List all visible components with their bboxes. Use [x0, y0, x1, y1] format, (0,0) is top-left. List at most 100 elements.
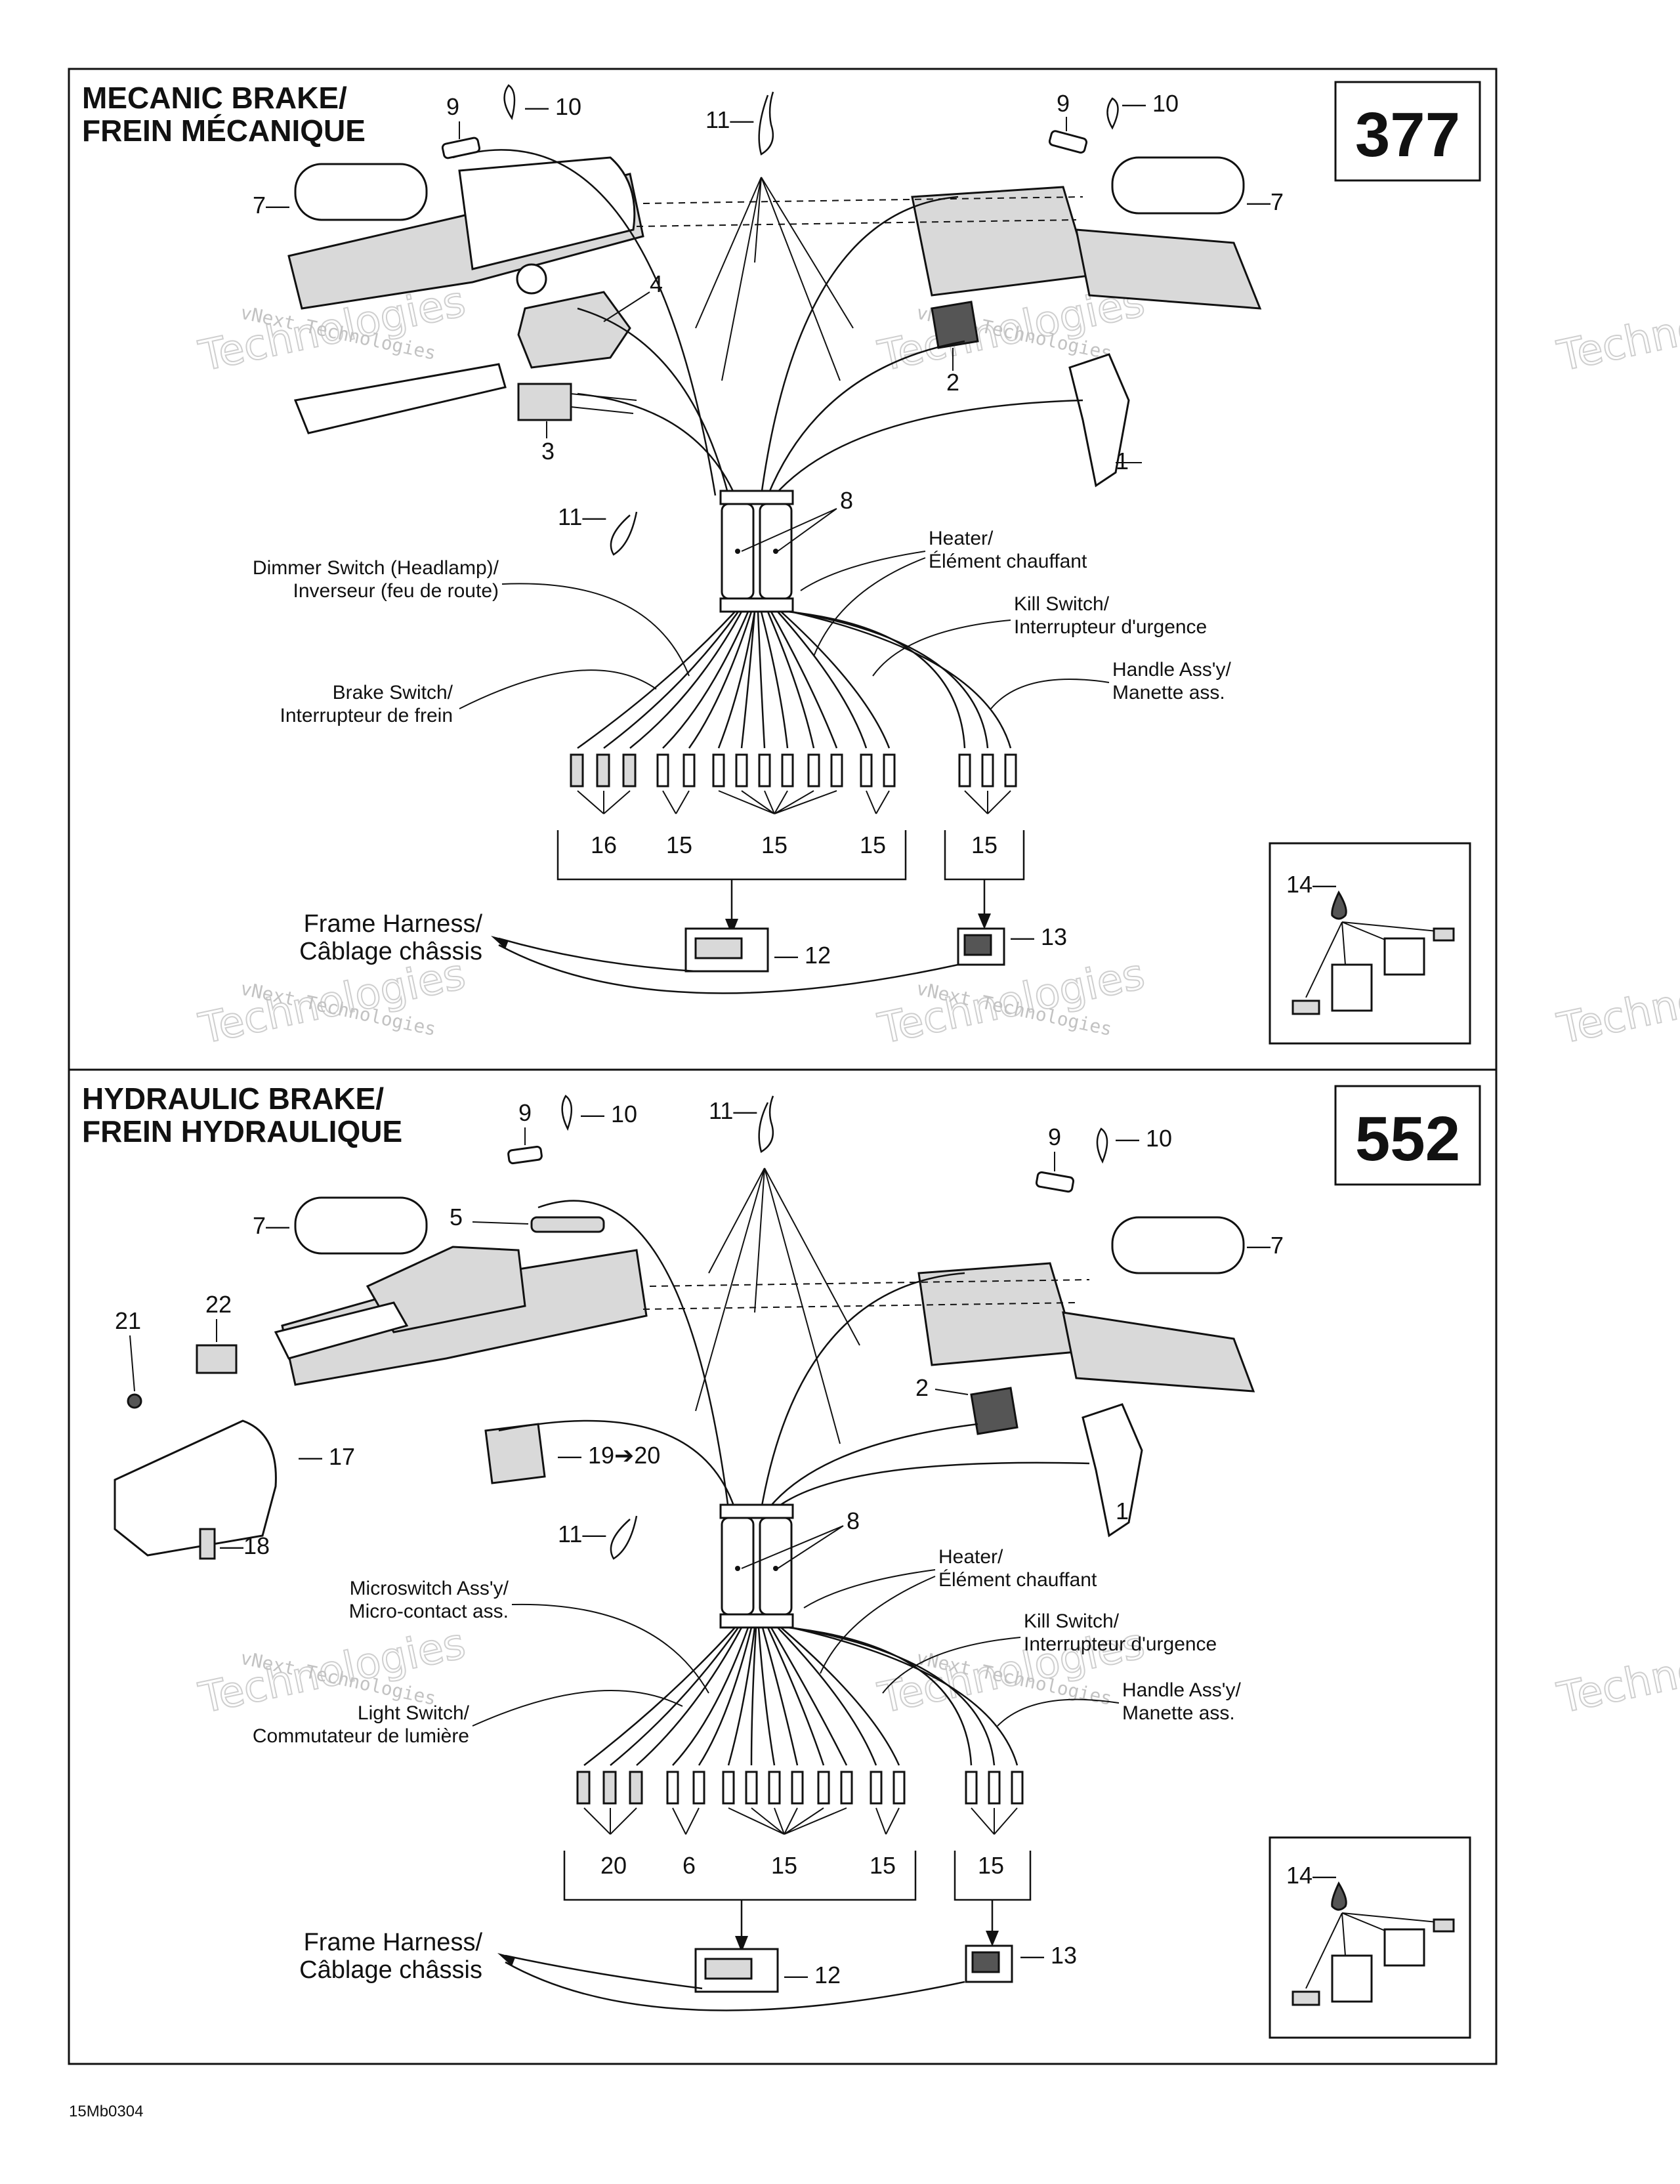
- label-handle-assy: Manette ass.: [1122, 1702, 1235, 1724]
- part-number: 3: [541, 438, 555, 465]
- callout-arrows: [577, 790, 1011, 814]
- callout-arrow: [964, 790, 1011, 814]
- leader: [741, 508, 837, 552]
- cable: [498, 1419, 736, 1510]
- tie-10: [1106, 97, 1119, 130]
- label-frame-harness: Frame Harness/: [304, 1929, 483, 1956]
- label-heater: Heater/: [929, 528, 994, 549]
- part-number: 8: [840, 487, 853, 514]
- arrow-head: [725, 919, 738, 935]
- right-control-housing: [917, 1262, 1078, 1366]
- bushing-9: [1048, 130, 1088, 154]
- section-code: 377: [1355, 100, 1460, 170]
- part-number: 6: [682, 1852, 696, 1879]
- arrow-head: [986, 1931, 999, 1946]
- frame-harness-line: [498, 944, 959, 994]
- leader: [882, 1637, 1021, 1694]
- part-number: 15: [666, 831, 692, 858]
- part-number: 1: [1116, 1498, 1129, 1524]
- label-heater: Élément chauffant: [938, 1569, 1097, 1591]
- leader: [129, 1335, 135, 1392]
- leader: [934, 1389, 969, 1395]
- left-handlebar-assembly: [287, 156, 644, 434]
- section-hydraulic-brake: HYDRAULIC BRAKE/ FREIN HYDRAULIQUE 552: [82, 1082, 1481, 2039]
- wire: [629, 611, 743, 749]
- part-number: 9: [518, 1099, 532, 1126]
- wire: [688, 611, 753, 749]
- switch-19: [484, 1423, 546, 1484]
- code-box: [1334, 1085, 1481, 1186]
- part-number: 15: [870, 1852, 896, 1879]
- part-number: 9: [1057, 90, 1070, 117]
- switch-3: [517, 383, 572, 421]
- part-number: — 10: [1122, 90, 1179, 117]
- leader: [872, 620, 1011, 677]
- label-light-switch: Commutateur de lumière: [253, 1725, 469, 1747]
- label-kill-switch: Kill Switch/: [1024, 1610, 1120, 1632]
- part-number: 2: [946, 369, 959, 396]
- tie-10: [1096, 1127, 1108, 1164]
- pin-terminal: [791, 1771, 804, 1805]
- label-kill-switch: Interrupteur d'urgence: [1024, 1633, 1217, 1655]
- pin-terminal: [570, 753, 584, 788]
- wire: [777, 611, 868, 749]
- wire: [780, 1627, 900, 1766]
- cable: [766, 340, 965, 496]
- pin-terminal: [988, 1771, 1001, 1805]
- heater-elements: [719, 490, 794, 613]
- inset-pin: [1433, 927, 1455, 942]
- pin-terminal: [1004, 753, 1017, 788]
- part-number: 11—: [558, 1521, 606, 1547]
- part-number: 7—: [253, 192, 289, 219]
- pin-terminal: [840, 1771, 853, 1805]
- inset-box-14: [1269, 842, 1471, 1045]
- pin-terminal: [807, 753, 820, 788]
- part-number: 15: [978, 1852, 1004, 1879]
- bushing-9: [1035, 1171, 1075, 1193]
- pin-terminal: [622, 753, 637, 788]
- leader: [603, 291, 650, 322]
- leader: [803, 1569, 936, 1674]
- harness-cables: [452, 149, 1083, 496]
- section-title: MECANIC BRAKE/: [82, 81, 347, 115]
- part-number: — 10: [581, 1101, 637, 1127]
- inset-pointers: [1305, 921, 1444, 998]
- pin-terminal: [745, 1771, 758, 1805]
- part-number: 5: [450, 1204, 463, 1230]
- cable: [774, 399, 1083, 496]
- part-number: —18: [220, 1532, 270, 1559]
- label-light-switch: Light Switch/: [358, 1702, 470, 1724]
- dot: [773, 1566, 778, 1571]
- part-number: — 17: [299, 1443, 355, 1470]
- label-frame-harness: Câblage châssis: [299, 1956, 482, 1984]
- label-heater: Heater/: [938, 1546, 1003, 1568]
- grip-7-left: [294, 163, 428, 221]
- cable: [537, 1200, 730, 1510]
- cable: [774, 1461, 1090, 1510]
- pin-terminal: [758, 753, 771, 788]
- sensor-5: [530, 1216, 605, 1233]
- pin-terminal: [1011, 1771, 1024, 1805]
- connector-wires: [583, 1626, 1018, 1766]
- pin-terminal: [958, 753, 971, 788]
- inset-connector: [1383, 937, 1425, 976]
- right-handlebar-assembly: [911, 156, 1262, 488]
- part-number: 4: [650, 270, 663, 297]
- handlebar-right: [1062, 1311, 1255, 1393]
- part-number: 2: [915, 1374, 929, 1401]
- inset-connector: [1331, 963, 1373, 1012]
- callout-arrow: [662, 790, 690, 814]
- pin-terminal: [576, 1771, 591, 1805]
- label-frame-harness: Frame Harness/: [304, 910, 483, 938]
- connector-12-face: [704, 1958, 753, 1980]
- pin-terminal: [817, 1771, 830, 1805]
- clamp-top: [719, 490, 794, 505]
- switch-2: [970, 1387, 1018, 1435]
- part-number: 1: [1116, 448, 1129, 474]
- wire: [757, 1627, 776, 1766]
- housing-17: [114, 1419, 277, 1557]
- inset-pointers: [1305, 1912, 1444, 1989]
- part-number: 8: [847, 1507, 860, 1534]
- tie-11: [610, 1515, 638, 1560]
